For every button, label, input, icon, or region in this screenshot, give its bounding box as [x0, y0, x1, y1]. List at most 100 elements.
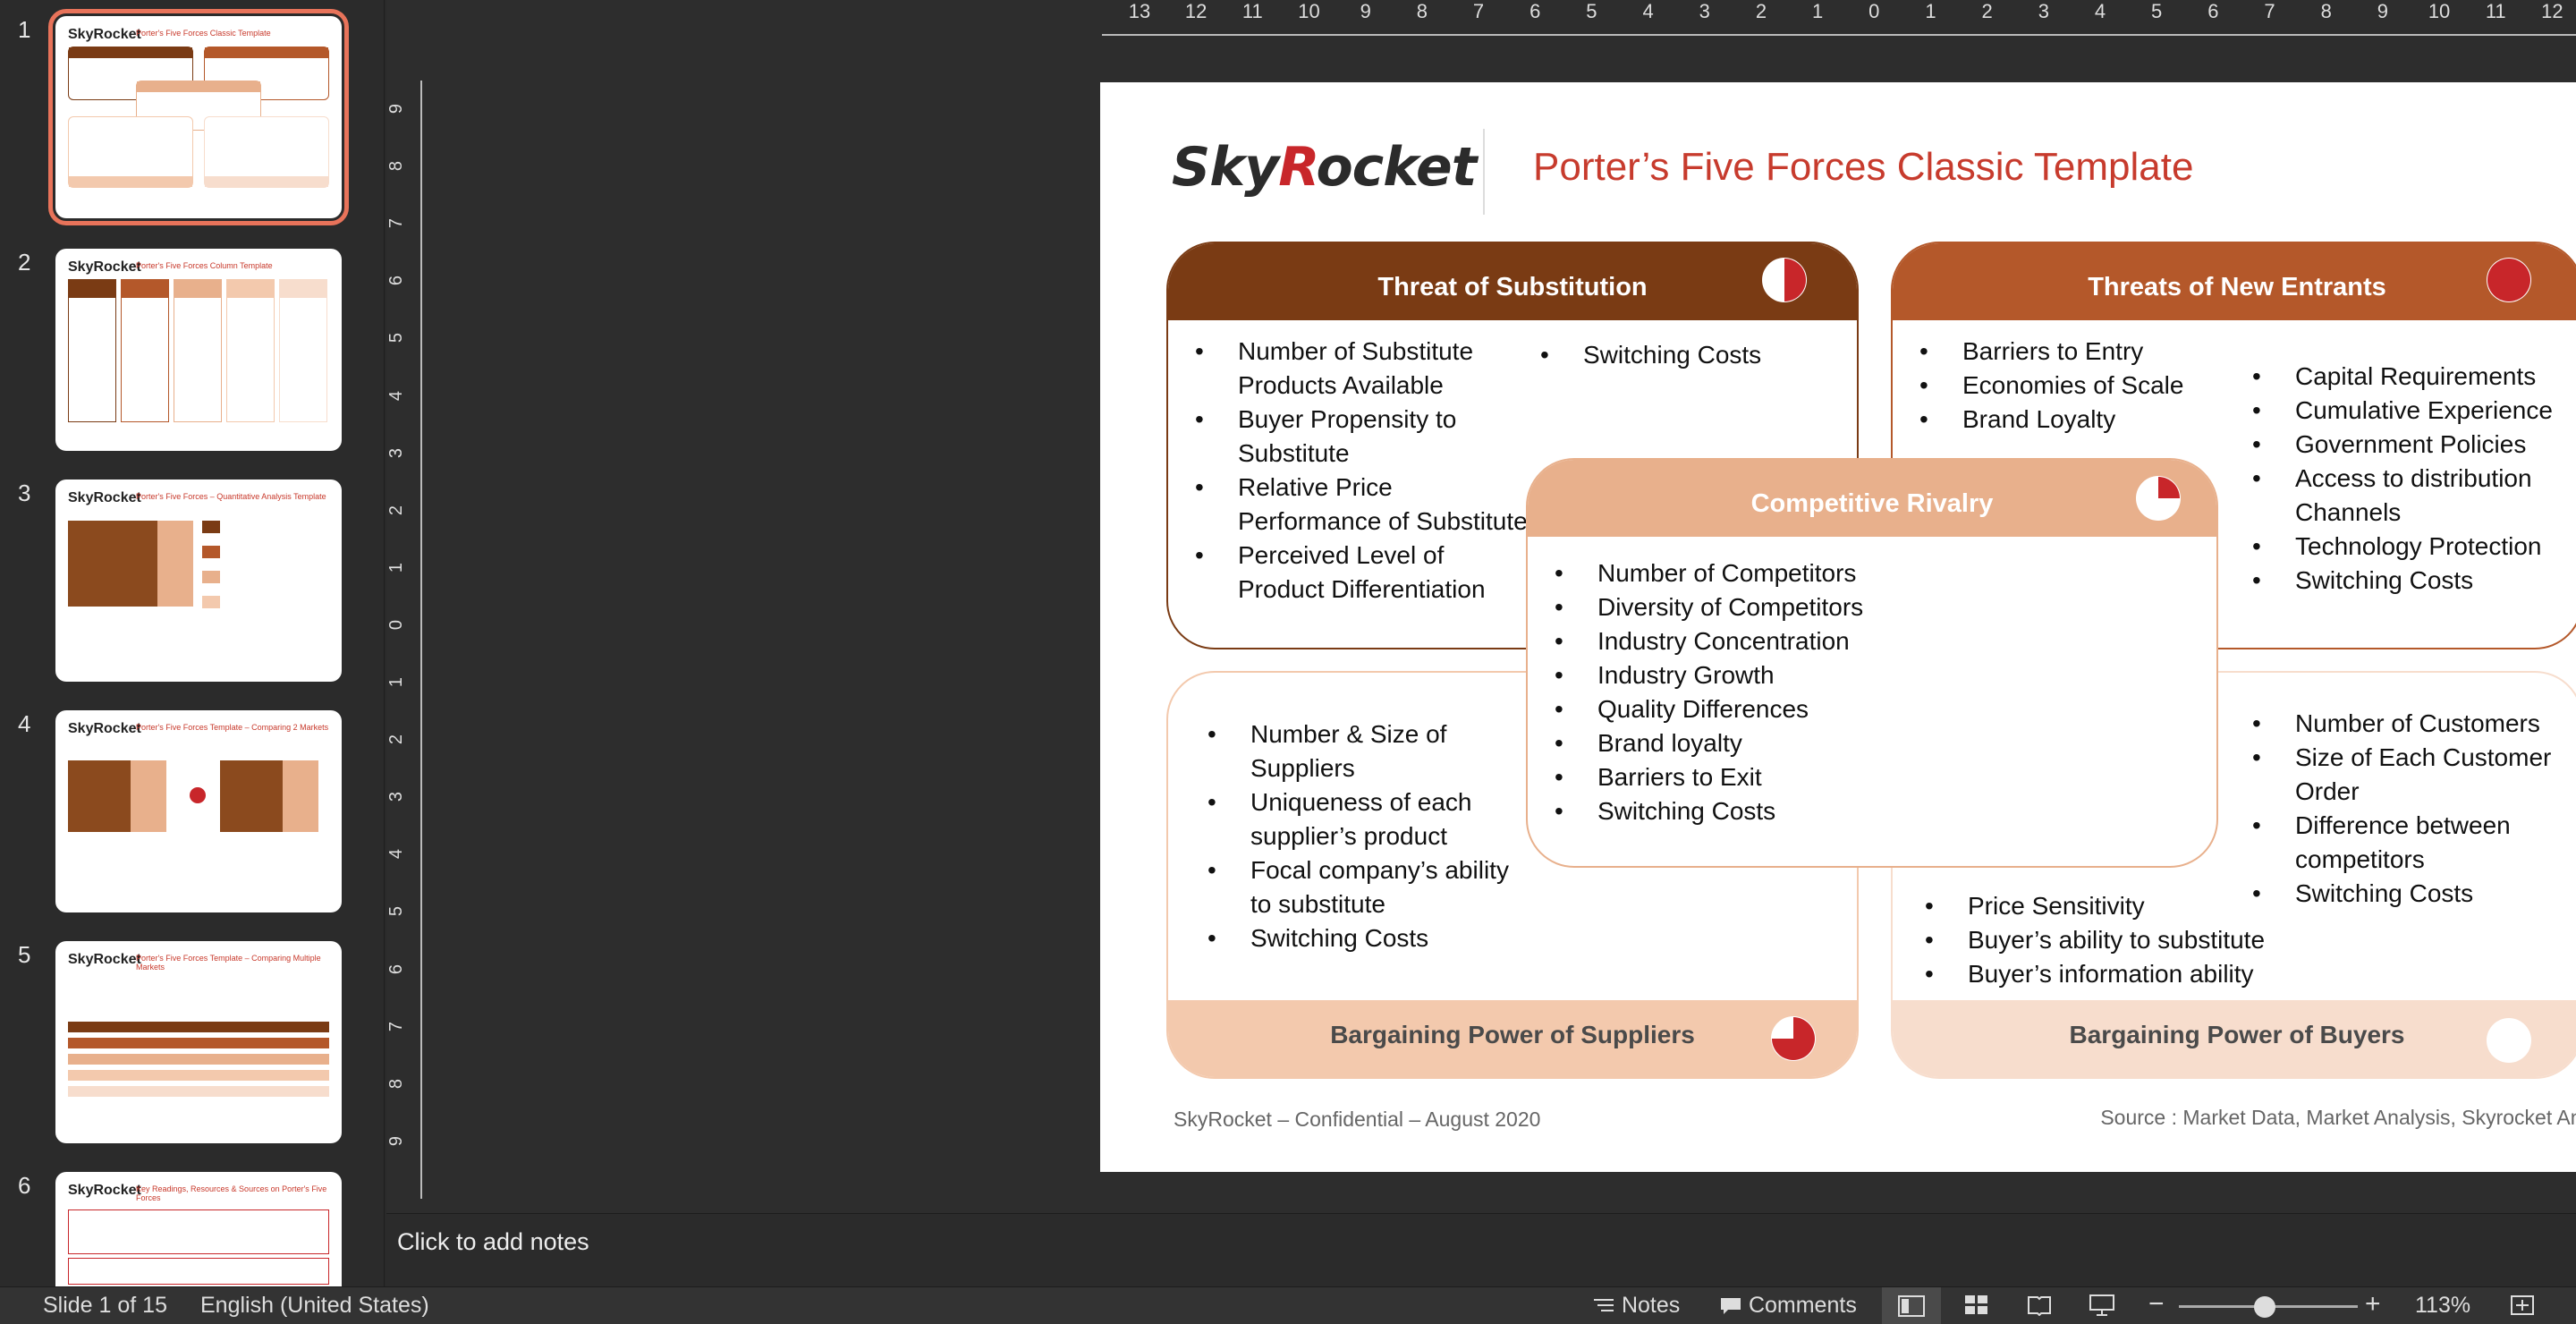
- thumbnail-preview: [68, 972, 329, 1122]
- title-separator: [1483, 129, 1485, 215]
- list-item: Difference between competitors: [2252, 809, 2574, 877]
- list-item: Diversity of Competitors: [1555, 590, 2002, 624]
- ruler-label: 4: [386, 390, 407, 401]
- substitution-list-1: Number of Substitute Products Available …: [1195, 335, 1535, 607]
- list-item: Economies of Scale: [1919, 369, 2241, 403]
- list-item: Industry Growth: [1555, 658, 2002, 692]
- zoom-slider-handle[interactable]: [2254, 1296, 2275, 1318]
- ruler-label: 9: [1360, 0, 1371, 22]
- normal-view-icon: [1898, 1295, 1925, 1317]
- thumbnail-image[interactable]: SkyRocket Porter's Five Forces Column Te…: [55, 249, 342, 451]
- slide-sorter-icon[interactable]: [1964, 1294, 1989, 1316]
- ruler-label: 1: [386, 562, 407, 573]
- zoom-out-button[interactable]: −: [2148, 1289, 2165, 1319]
- notes-button[interactable]: Notes: [1592, 1293, 1680, 1319]
- slide-editing-area[interactable]: 13121110987654321012345678910111213 9876…: [386, 0, 2576, 1213]
- list-item: Capital Requirements: [2252, 360, 2574, 394]
- ruler-label: 3: [1699, 0, 1710, 22]
- notes-icon: [1594, 1299, 1614, 1312]
- harvey-ball-full-icon: [2487, 258, 2531, 302]
- thumbnail-preview: [68, 741, 329, 891]
- ruler-label: 7: [386, 218, 407, 229]
- thumbnail-logo: SkyRocket: [68, 1183, 141, 1198]
- harvey-ball-empty-icon: [2487, 1018, 2531, 1063]
- comments-button-label: Comments: [1748, 1293, 1857, 1318]
- slide-footer-left[interactable]: SkyRocket – Confidential – August 2020: [1174, 1108, 1541, 1131]
- normal-view-button[interactable]: [1882, 1287, 1941, 1324]
- thumbnail-image[interactable]: SkyRocket Porter's Five Forces Template …: [55, 710, 342, 912]
- competitive-rivalry-box[interactable]: Competitive Rivalry Number of Competitor…: [1526, 458, 2218, 868]
- list-item: Switching Costs: [1555, 794, 2002, 828]
- ruler-label: 11: [1241, 0, 1263, 22]
- thumbnail-number: 2: [18, 249, 31, 276]
- fit-to-window-icon[interactable]: [2510, 1294, 2535, 1316]
- zoom-level[interactable]: 113%: [2415, 1293, 2471, 1318]
- buyers-list-2: Number of Customers Size of Each Custome…: [2252, 707, 2574, 911]
- thumbnail-preview: [68, 510, 329, 660]
- list-item: Price Sensitivity: [1925, 889, 2372, 923]
- ruler-label: 6: [1530, 0, 1541, 22]
- list-item: Number of Competitors: [1555, 556, 2002, 590]
- slide-footer-source[interactable]: Source : Market Data, Market Analysis, S…: [2100, 1106, 2576, 1129]
- ruler-bar: [420, 81, 422, 1199]
- status-bar: Slide 1 of 15 English (United States) No…: [0, 1286, 2576, 1324]
- thumbnail-preview: [68, 279, 329, 429]
- thumbnail-image[interactable]: SkyRocket Porter's Five Forces Classic T…: [48, 9, 349, 225]
- list-item: Barriers to Exit: [1555, 760, 2002, 794]
- list-item: Quality Differences: [1555, 692, 2002, 726]
- thumbnail-title: Porter's Five Forces Classic Template: [136, 29, 271, 38]
- ruler-label: 2: [1755, 0, 1767, 22]
- list-item: Industry Concentration: [1555, 624, 2002, 658]
- notes-pane[interactable]: Click to add notes: [386, 1213, 2576, 1286]
- buyers-list-1: Price Sensitivity Buyer’s ability to sub…: [1925, 889, 2372, 991]
- ruler-label: 10: [2428, 0, 2451, 22]
- ruler-label: 5: [2151, 0, 2163, 22]
- horizontal-ruler[interactable]: 13121110987654321012345678910111213: [1102, 0, 2576, 36]
- list-item: Perceived Level of Product Differentiati…: [1195, 539, 1535, 607]
- bargaining-power-of-buyers-box[interactable]: Number of Customers Size of Each Custome…: [1891, 671, 2576, 1079]
- ruler-label: 12: [2541, 0, 2563, 22]
- language-indicator[interactable]: English (United States): [200, 1293, 429, 1318]
- comments-button[interactable]: Comments: [1719, 1293, 1857, 1319]
- thumbnail-title: Porter's Five Forces Template – Comparin…: [136, 723, 329, 732]
- thumbnail-image[interactable]: SkyRocket Porter's Five Forces – Quantit…: [55, 480, 342, 682]
- slide-title[interactable]: Porter’s Five Forces Classic Template: [1533, 145, 2194, 189]
- slide-show-icon[interactable]: [2089, 1294, 2114, 1316]
- list-item: Switching Costs: [2252, 564, 2574, 598]
- list-item: Uniqueness of each supplier’s product: [1208, 785, 1512, 853]
- thumbnail-image[interactable]: SkyRocket Key Readings, Resources & Sour…: [55, 1172, 342, 1286]
- notes-placeholder[interactable]: Click to add notes: [397, 1228, 589, 1255]
- list-item: Number of Substitute Products Available: [1195, 335, 1535, 403]
- entrants-list-1: Barriers to Entry Economies of Scale Bra…: [1919, 335, 2241, 437]
- ruler-label: 3: [386, 447, 407, 458]
- ruler-label: 11: [2485, 0, 2506, 22]
- thumbnail-logo: SkyRocket: [68, 259, 141, 275]
- thumbnail-number: 5: [18, 941, 31, 968]
- list-item: Brand loyalty: [1555, 726, 2002, 760]
- list-item: Technology Protection: [2252, 530, 2574, 564]
- ruler-label: 2: [386, 505, 407, 515]
- entrants-list-2: Capital Requirements Cumulative Experien…: [2252, 360, 2574, 598]
- reading-view-icon[interactable]: [2027, 1294, 2052, 1316]
- ruler-label: 7: [2264, 0, 2275, 22]
- ruler-bar: [1102, 34, 2576, 36]
- thumbnail-title: Key Readings, Resources & Sources on Por…: [136, 1184, 327, 1202]
- ruler-label: 6: [386, 963, 407, 974]
- ruler-label: 5: [386, 906, 407, 917]
- thumbnail-logo: SkyRocket: [68, 952, 141, 967]
- bargaining-power-of-suppliers-footer: Bargaining Power of Suppliers: [1168, 1000, 1857, 1077]
- ruler-label: 9: [2377, 0, 2389, 22]
- list-item: Buyer’s ability to substitute: [1925, 923, 2372, 957]
- thumbnail-title: Porter's Five Forces – Quantitative Anal…: [136, 492, 326, 501]
- slide-canvas[interactable]: SkyRocket Porter’s Five Forces Classic T…: [1100, 82, 2576, 1172]
- threat-of-substitution-header: Threat of Substitution: [1168, 243, 1857, 320]
- slide-thumbnails-panel[interactable]: 1 SkyRocket Porter's Five Forces Classic…: [0, 0, 385, 1286]
- ruler-label: 9: [386, 1135, 407, 1146]
- ruler-label: 2: [1981, 0, 1993, 22]
- list-item: Number & Size of Suppliers: [1208, 717, 1512, 785]
- zoom-in-button[interactable]: +: [2365, 1289, 2381, 1319]
- list-item: Buyer Propensity to Substitute: [1195, 403, 1535, 471]
- thumbnail-image[interactable]: SkyRocket Porter's Five Forces Template …: [55, 941, 342, 1143]
- ruler-label: 0: [386, 619, 407, 630]
